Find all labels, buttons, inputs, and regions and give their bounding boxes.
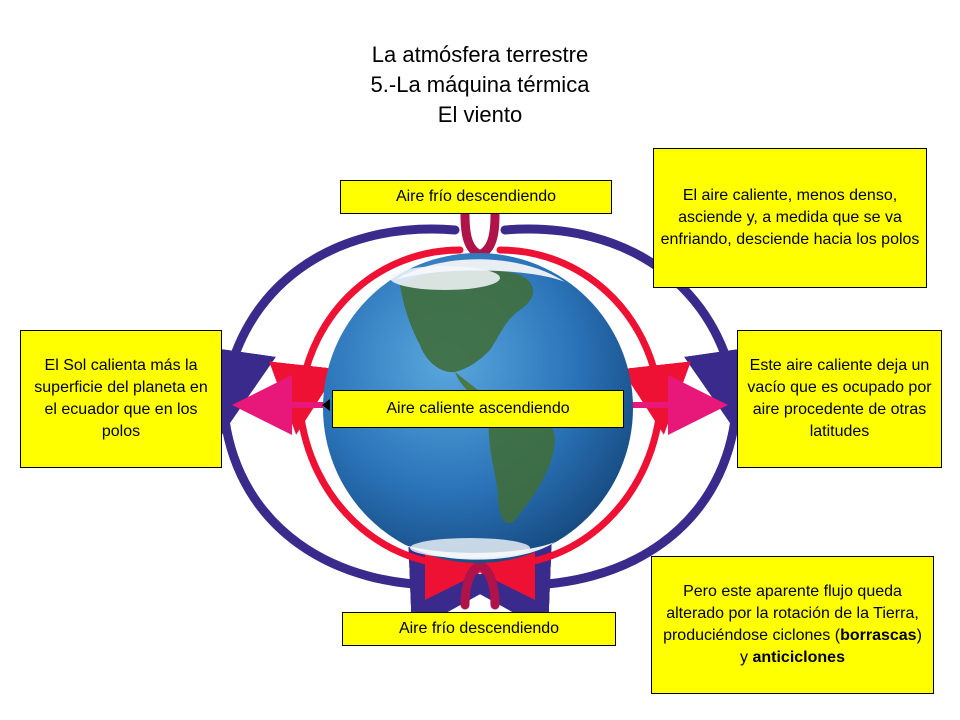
label-right-vacuum: Este aire caliente deja un vacío que es … [737, 330, 942, 468]
title-line-3: El viento [437, 102, 523, 127]
outer-cold-air-loop [186, 224, 774, 632]
label-top-cold-air: Aire frío descendiendo [340, 180, 612, 214]
rotation-text-pre: Pero este aparente flujo queda alterado … [663, 583, 919, 644]
label-top-right-explanation: El aire caliente, menos denso, asciende … [653, 148, 927, 288]
title-line-1: La atmósfera terrestre [371, 42, 589, 67]
borrascas-term: borrascas [840, 627, 917, 644]
inner-warm-air-loop [269, 246, 691, 600]
diagram-title: La atmósfera terrestre 5.-La máquina tér… [280, 40, 680, 130]
pointer-triangle [322, 399, 330, 411]
label-left-sun-heating: El Sol calienta más la superficie del pl… [20, 330, 222, 468]
rotation-text-mid: ) y [740, 627, 922, 666]
title-line-2: 5.-La máquina térmica [370, 72, 590, 97]
anticiclones-term: anticiclones [752, 649, 845, 666]
label-center-hot-air: Aire caliente ascendiendo [332, 390, 624, 428]
label-bottom-right-rotation: Pero este aparente flujo queda alterado … [651, 556, 934, 694]
label-bottom-cold-air: Aire frío descendiendo [342, 612, 616, 646]
